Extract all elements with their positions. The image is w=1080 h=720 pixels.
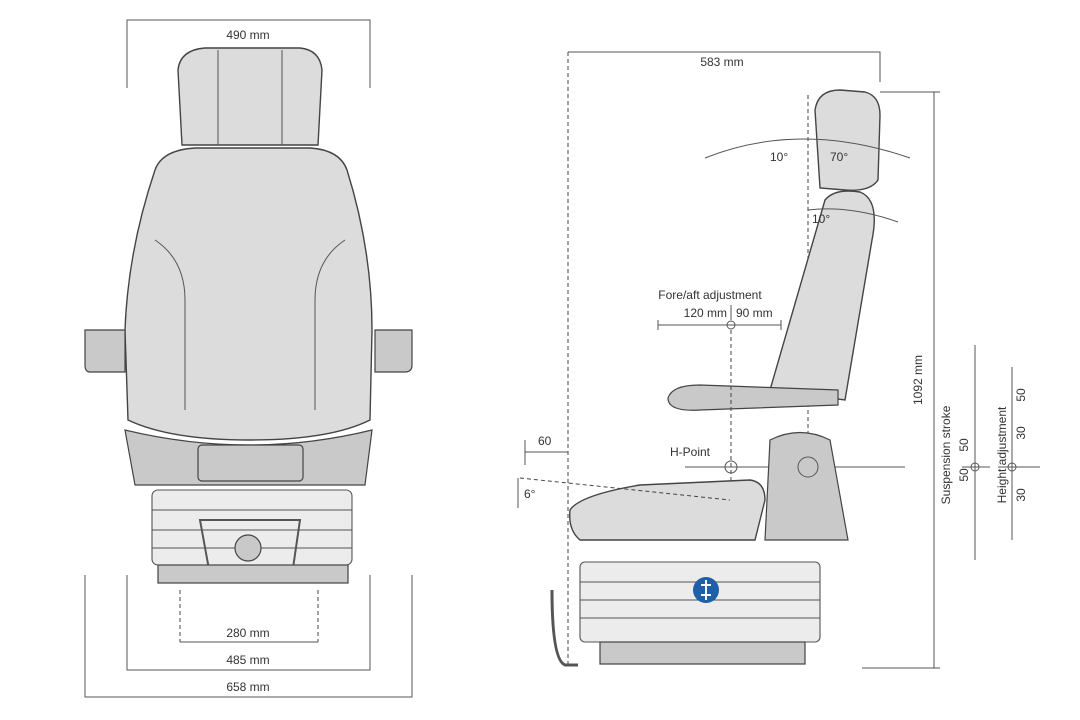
cushion-tilt: 6° bbox=[524, 487, 536, 501]
side-view: 583 mm 1092 mm 10° 70° 10° Fore/aft adju… bbox=[517, 51, 1040, 669]
backrest bbox=[124, 147, 373, 441]
left-armrest bbox=[84, 329, 126, 373]
height-mid: 30 bbox=[1014, 426, 1028, 440]
seat-handle bbox=[197, 444, 304, 482]
headrest-angle-fwd: 10° bbox=[770, 150, 788, 164]
headrest-width-label: 490 mm bbox=[226, 28, 269, 42]
front-view: 490 mm 280 mm 485 mm 658 mm bbox=[84, 19, 413, 698]
overall-width-label: 658 mm bbox=[226, 680, 269, 694]
suspension-up: 50 bbox=[957, 438, 971, 452]
side-headrest bbox=[814, 89, 881, 191]
fore-aft-label: Fore/aft adjustment bbox=[658, 288, 762, 302]
mount-width-label: 280 mm bbox=[226, 626, 269, 640]
backrest-angle: 10° bbox=[812, 212, 830, 226]
height-adjust-label: Height adjustment bbox=[995, 406, 1009, 503]
slide-rails bbox=[157, 564, 349, 584]
base-width-label: 485 mm bbox=[226, 653, 269, 667]
fore-aft-fwd: 90 mm bbox=[736, 306, 773, 320]
right-armrest bbox=[374, 329, 413, 373]
suspension-label: Suspension stroke bbox=[939, 405, 953, 504]
headrest-angle-back: 70° bbox=[830, 150, 848, 164]
side-pivot bbox=[764, 431, 849, 541]
side-backrest bbox=[769, 190, 875, 401]
headrest bbox=[177, 47, 323, 146]
height-bottom: 30 bbox=[1014, 488, 1028, 502]
cushion-extension: 60 bbox=[538, 434, 552, 448]
height-label: 1092 mm bbox=[911, 355, 925, 405]
side-armrest bbox=[667, 384, 839, 411]
depth-label: 583 mm bbox=[700, 55, 743, 69]
h-point-label: H-Point bbox=[670, 445, 711, 459]
side-suspension-base bbox=[579, 561, 821, 643]
height-top: 50 bbox=[1014, 388, 1028, 402]
side-seat-cushion bbox=[569, 479, 766, 541]
side-rails bbox=[599, 641, 806, 665]
fore-aft-back: 120 mm bbox=[684, 306, 727, 320]
adjust-knob bbox=[234, 534, 262, 562]
suspension-down: 50 bbox=[957, 468, 971, 482]
